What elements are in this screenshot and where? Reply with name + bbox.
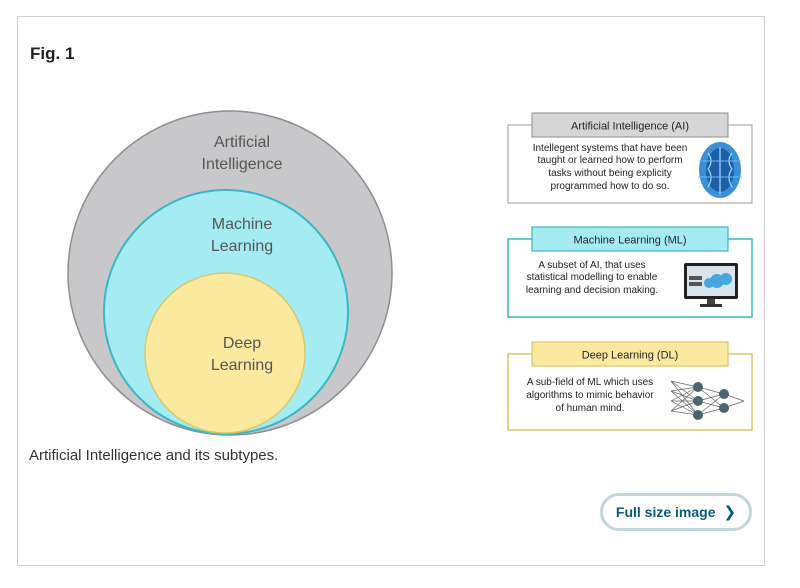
ai-circle-label-2: Intelligence bbox=[202, 156, 283, 173]
ai-definition-box: Artificial Intelligence (AI) Intellegent… bbox=[507, 112, 753, 204]
dl-box-line-3: of human mind. bbox=[556, 403, 625, 414]
ai-box-line-1: Intellegent systems that have been bbox=[533, 143, 688, 154]
ml-definition-box: Machine Learning (ML) A subset of AI, th… bbox=[507, 226, 753, 318]
dl-definition-box: Deep Learning (DL) A sub-field of ML whi… bbox=[507, 341, 753, 431]
full-size-image-label: Full size image bbox=[615, 504, 716, 520]
ml-circle-label-1: Machine bbox=[212, 216, 273, 233]
ai-subtypes-diagram: Artificial Intelligence Machine Learning… bbox=[58, 101, 758, 441]
ml-box-line-3: learning and decision making. bbox=[526, 285, 658, 296]
ml-box-title: Machine Learning (ML) bbox=[573, 235, 686, 247]
ml-circle-label-2: Learning bbox=[211, 238, 273, 255]
venn-circles bbox=[67, 110, 393, 436]
chevron-right-icon: ❯ bbox=[723, 504, 737, 521]
ai-circle-label-1: Artificial bbox=[214, 134, 270, 151]
neural-nodes bbox=[693, 382, 729, 420]
dl-box-line-2: algorithms to mimic behavior bbox=[526, 390, 654, 401]
ml-box-line-1: A subset of AI, that uses bbox=[538, 260, 645, 271]
full-size-image-button[interactable]: Full size image ❯ bbox=[600, 493, 752, 531]
neural-network-icon bbox=[670, 380, 745, 416]
ml-box-line-2: statistical modelling to enable bbox=[527, 272, 658, 283]
ai-box-line-4: programmed how to do so. bbox=[551, 181, 670, 192]
dl-box-line-1: A sub-field of ML which uses bbox=[527, 377, 653, 388]
dl-box-title: Deep Learning (DL) bbox=[582, 350, 679, 362]
figure-card: Fig. 1 Artificial Intelligence Machine L… bbox=[17, 16, 765, 566]
dl-circle-label-2: Learning bbox=[211, 357, 273, 374]
ai-box-title: Artificial Intelligence (AI) bbox=[571, 121, 689, 133]
ai-box-line-2: taught or learned how to perform bbox=[537, 155, 682, 166]
dl-circle bbox=[144, 272, 306, 434]
dl-circle-label-1: Deep bbox=[223, 335, 261, 352]
cloud-monitor-icon bbox=[684, 263, 738, 307]
figure-label: Fig. 1 bbox=[30, 44, 75, 63]
brain-icon bbox=[698, 142, 742, 198]
ai-box-line-3: tasks without being explicity bbox=[548, 168, 671, 179]
figure-caption: Artificial Intelligence and its subtypes… bbox=[29, 447, 279, 464]
